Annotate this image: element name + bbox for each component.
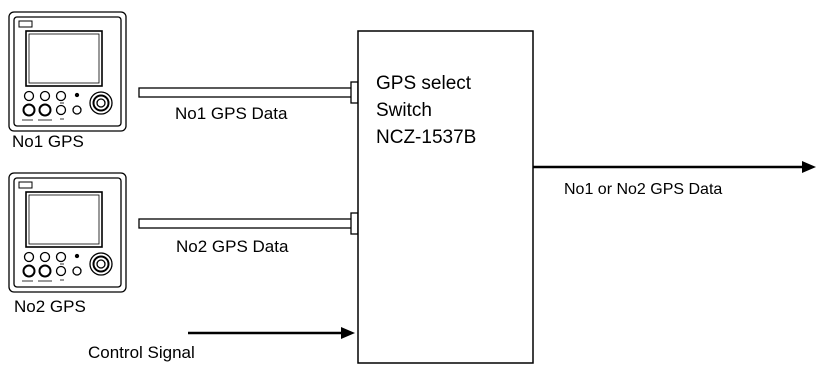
- output-arrow: [533, 161, 816, 173]
- control-signal-arrow: [188, 327, 355, 339]
- switch-label-line-3: NCZ-1537B: [376, 127, 477, 148]
- control-signal-label: Control Signal: [88, 343, 195, 362]
- gps-unit-2-icon: [8, 172, 127, 293]
- gps2-label: No2 GPS: [14, 297, 86, 316]
- gps2-data-cable: [138, 212, 359, 235]
- switch-label: GPS select Switch NCZ-1537B: [376, 70, 476, 151]
- gps1-data-label: No1 GPS Data: [175, 104, 288, 123]
- switch-label-line-1: GPS select: [376, 73, 472, 94]
- gps-select-switch-box: [357, 30, 534, 364]
- switch-label-line-2: Switch: [376, 100, 432, 121]
- gps2-data-label: No2 GPS Data: [176, 237, 289, 256]
- gps1-label: No1 GPS: [12, 132, 84, 151]
- output-label: No1 or No2 GPS Data: [564, 181, 723, 198]
- gps1-data-cable: [138, 81, 359, 104]
- gps-unit-1-icon: [8, 11, 127, 132]
